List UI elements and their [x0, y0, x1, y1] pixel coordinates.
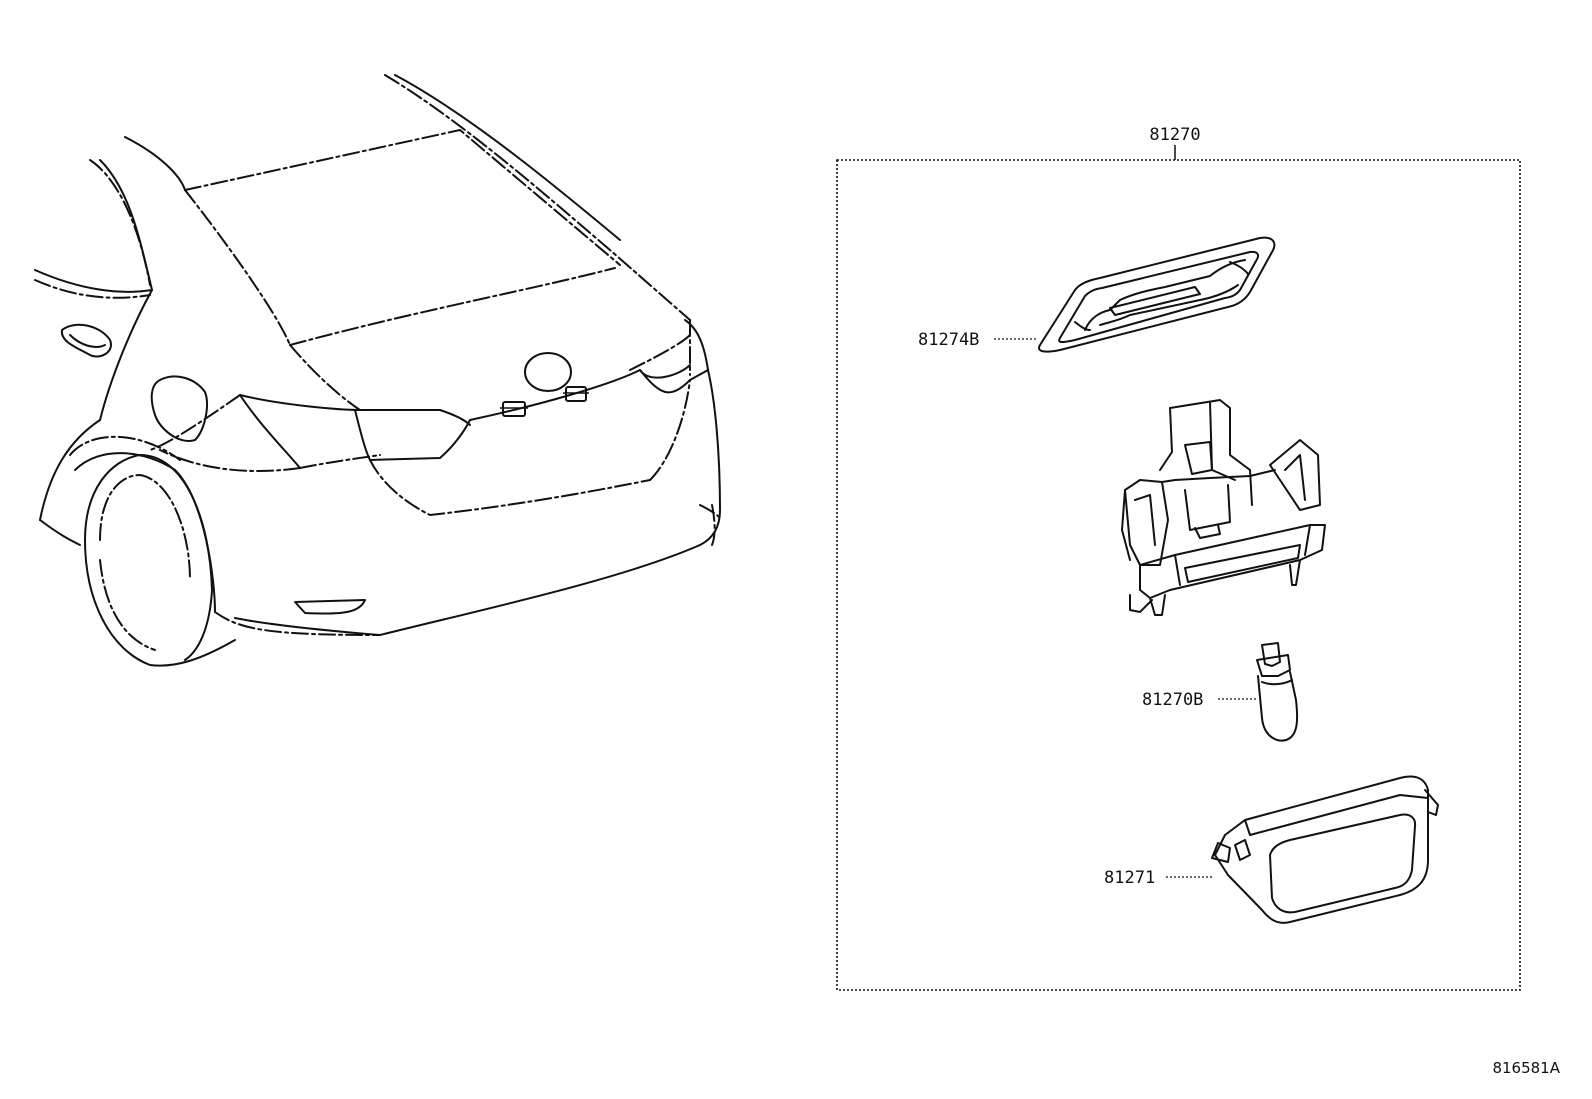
assembly-group: 81270: [836, 125, 1521, 991]
part-bulb: 81270B: [1142, 642, 1299, 742]
part-lens: 81271: [1104, 775, 1439, 924]
assembly-frame: [836, 159, 1521, 991]
assembly-label: 81270: [1149, 125, 1200, 145]
car-rear-illustration: [34, 74, 723, 667]
part-label-lens: 81271: [1104, 868, 1155, 888]
part-lamp-housing: [1121, 399, 1326, 616]
part-label-bulb: 81270B: [1142, 690, 1203, 710]
part-lens-frame: 81274B: [918, 236, 1276, 353]
part-label-lens-frame: 81274B: [918, 330, 979, 350]
illustration-code: 816581A: [1492, 1059, 1560, 1077]
